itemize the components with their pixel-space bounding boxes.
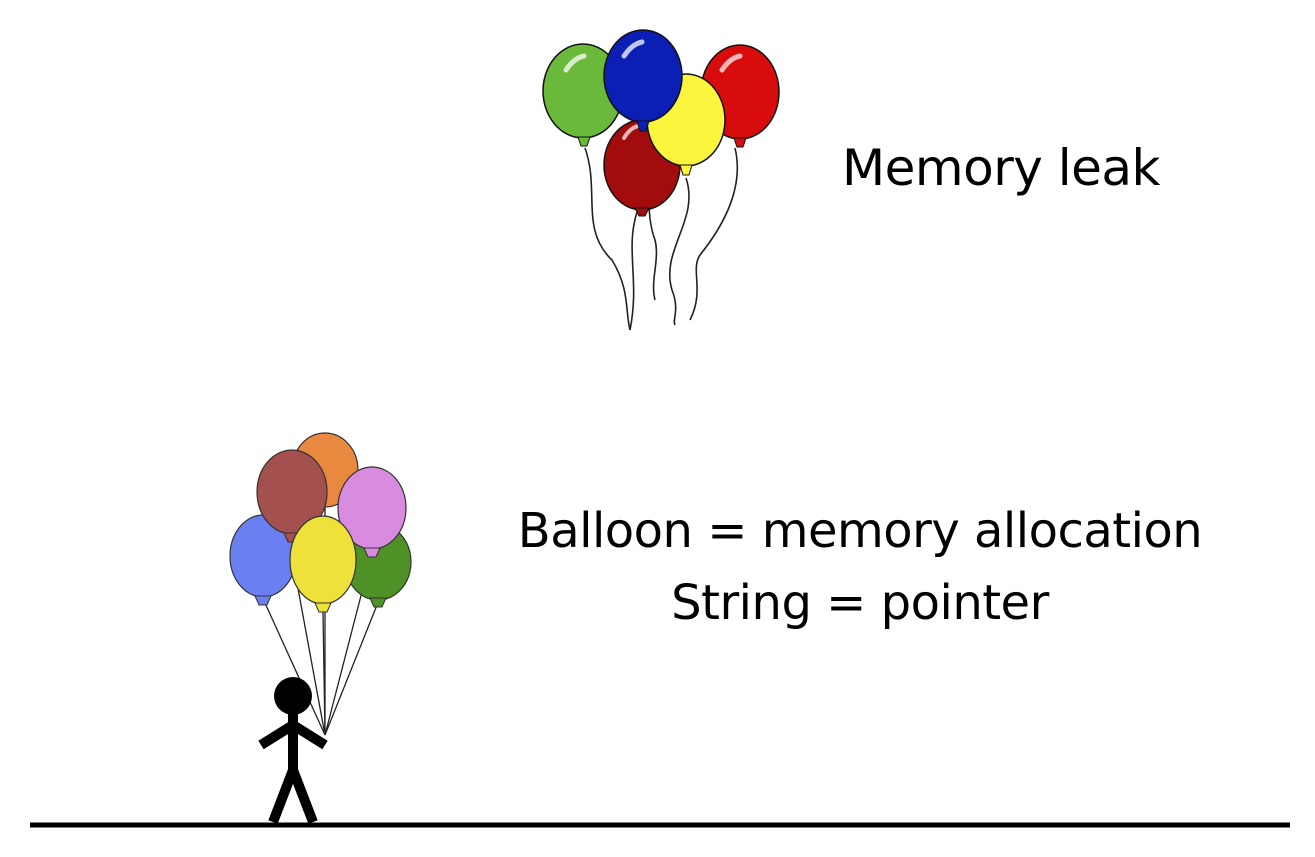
- floating-balloon-blue: [603, 29, 683, 132]
- stick-figure-icon: [258, 677, 328, 824]
- floating-balloons-icon: [542, 29, 780, 331]
- analogy-text: Balloon = memory allocation String = poi…: [480, 495, 1240, 639]
- held-strings: [264, 500, 378, 736]
- string-mapping-label: String = pointer: [671, 575, 1049, 631]
- held-balloon-maroon: [256, 449, 328, 543]
- held-balloon-pink: [337, 466, 407, 558]
- held-balloon-yellow: [289, 515, 357, 613]
- held-balloons-icon: [229, 432, 412, 736]
- memory-leak-label: Memory leak: [842, 139, 1161, 197]
- balloon-mapping-label: Balloon = memory allocation: [517, 503, 1203, 559]
